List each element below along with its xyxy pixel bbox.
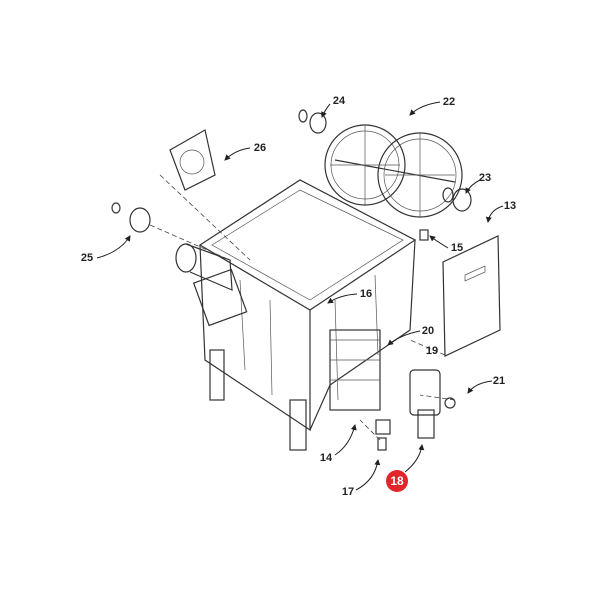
callout-19: 19	[425, 345, 439, 357]
callout-23: 23	[478, 172, 492, 184]
callout-16: 16	[359, 288, 373, 300]
callout-arrows	[96, 101, 504, 491]
callout-15: 15	[450, 242, 464, 254]
tank-body	[198, 179, 417, 451]
callout-17: 17	[341, 486, 355, 498]
small-parts	[111, 109, 472, 451]
callout-25: 25	[80, 252, 94, 264]
callout-13: 13	[503, 200, 517, 212]
callout-22: 22	[442, 96, 456, 108]
callout-14: 14	[319, 452, 333, 464]
highlighted-callout-18[interactable]: 18	[386, 470, 408, 492]
side-panel	[442, 235, 501, 357]
callout-20: 20	[421, 325, 435, 337]
callout-26: 26	[253, 142, 267, 154]
reel-wheel	[324, 124, 463, 218]
motor-assembly	[175, 243, 248, 327]
callout-24: 24	[332, 95, 346, 107]
callout-21: 21	[492, 375, 506, 387]
leader-lines	[149, 174, 456, 441]
